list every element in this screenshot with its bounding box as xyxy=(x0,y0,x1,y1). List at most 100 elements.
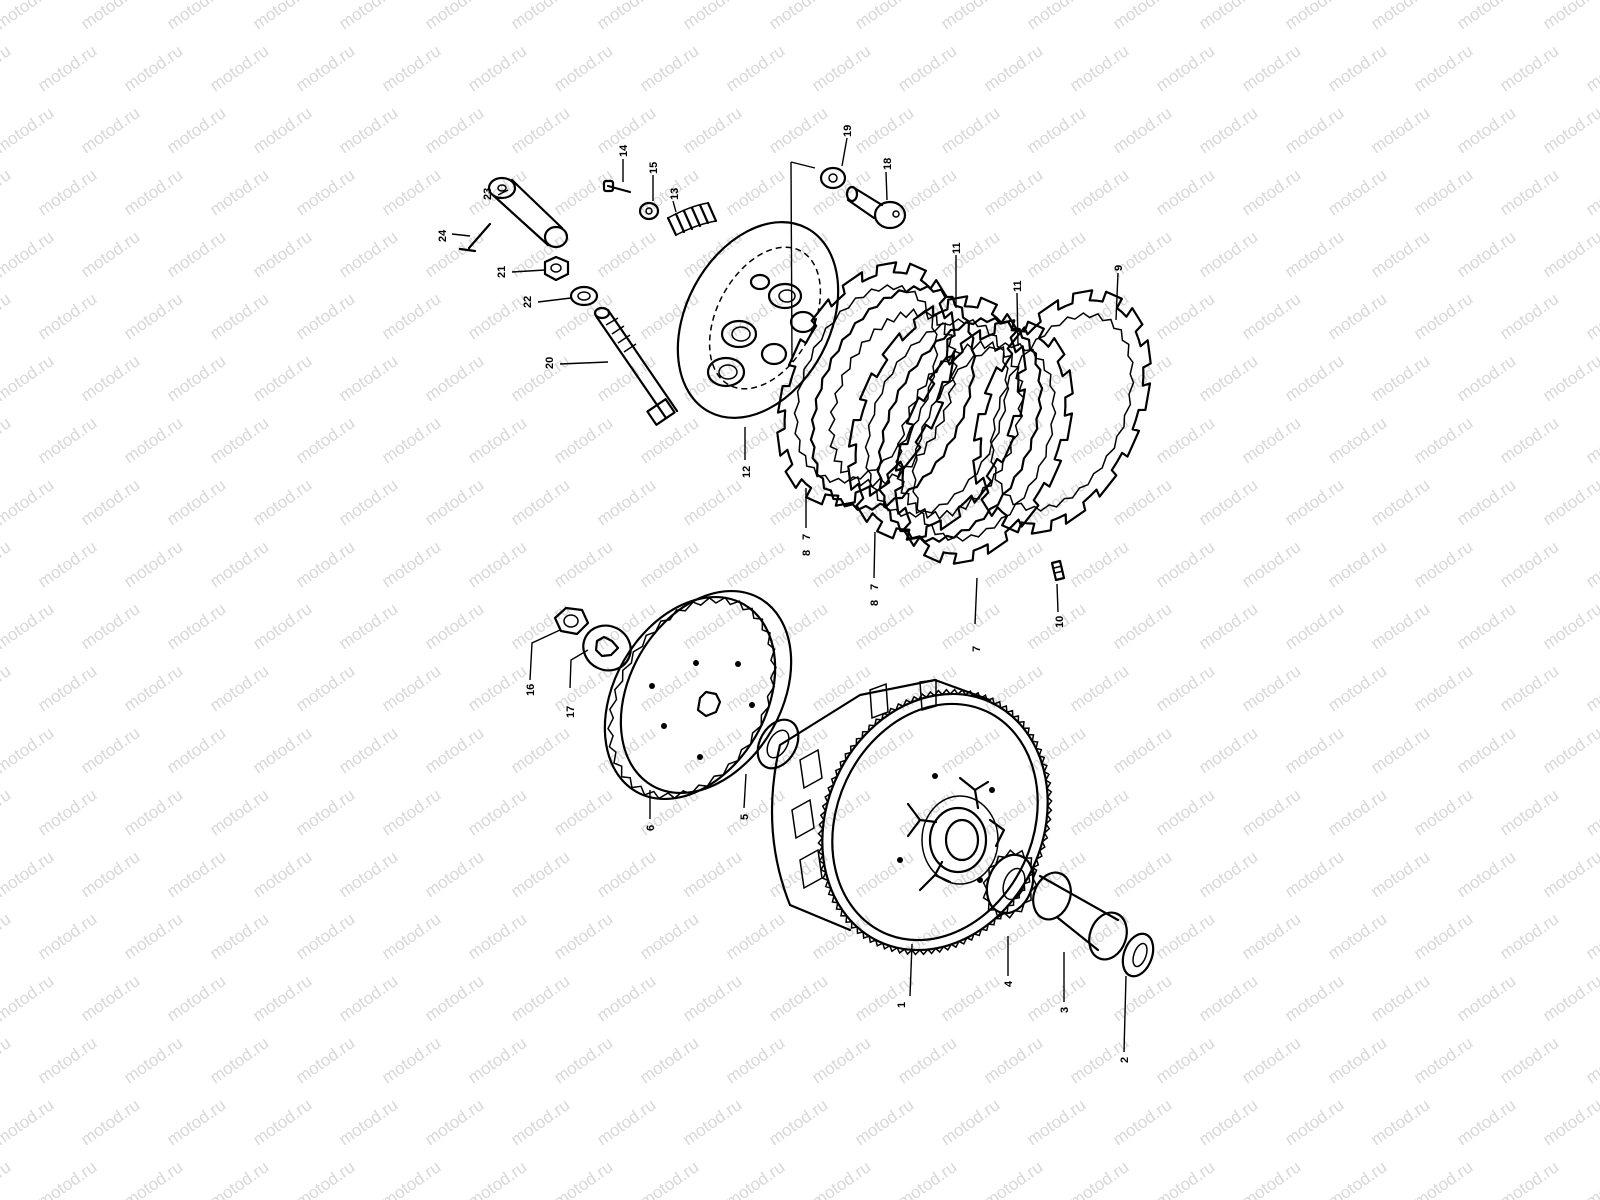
watermark-text: motod.ru xyxy=(1367,847,1433,901)
pin-18 xyxy=(845,185,907,230)
watermark-text: motod.ru xyxy=(335,103,401,157)
washer-22 xyxy=(569,285,599,307)
callout-8b: 8 xyxy=(869,600,881,606)
watermark-text: motod.ru xyxy=(249,351,315,405)
watermark-text: motod.ru xyxy=(378,413,444,467)
watermark-text: motod.ru xyxy=(636,289,702,343)
watermark-text: motod.ru xyxy=(1410,1033,1476,1087)
watermark-text: motod.ru xyxy=(120,165,186,219)
callout-22: 22 xyxy=(522,296,534,308)
watermark-text: motod.ru xyxy=(335,1095,401,1149)
watermark-text: motod.ru xyxy=(464,1157,530,1200)
leader-lines xyxy=(451,137,1127,1053)
thrust-washer-2 xyxy=(1121,932,1155,978)
watermark-text: motod.ru xyxy=(507,599,573,653)
bolt-10 xyxy=(1050,559,1066,582)
watermark-text: motod.ru xyxy=(679,847,745,901)
watermark-text: motod.ru xyxy=(120,661,186,715)
callout-14: 14 xyxy=(618,144,630,157)
callout-7a: 7 xyxy=(801,534,813,540)
watermark-text: motod.ru xyxy=(507,103,573,157)
watermark-text: motod.ru xyxy=(77,599,143,653)
watermark-text: motod.ru xyxy=(1367,1095,1433,1149)
watermark-text: motod.ru xyxy=(1152,909,1218,963)
watermark-text: motod.ru xyxy=(1453,1095,1519,1149)
watermark-text: motod.ru xyxy=(1324,537,1390,591)
watermark-text: motod.ru xyxy=(1453,475,1519,529)
clutch-sleeve-hub-6 xyxy=(603,589,793,801)
watermark-text: motod.ru xyxy=(1496,661,1562,715)
watermark-text: motod.ru xyxy=(292,909,358,963)
watermark-text: motod.ru xyxy=(1195,0,1261,33)
watermark-text: motod.ru xyxy=(722,1157,788,1200)
watermark-text: motod.ru xyxy=(1324,165,1390,219)
watermark-text: motod.ru xyxy=(0,0,57,33)
watermark-text: motod.ru xyxy=(1410,289,1476,343)
watermark-text: motod.ru xyxy=(378,661,444,715)
callout-4: 4 xyxy=(1003,980,1015,987)
watermark-text: motod.ru xyxy=(980,1157,1046,1200)
callout-labels: 1 2 3 4 5 6 7 8 7 8 7 9 10 11 11 12 13 1… xyxy=(437,125,1131,1063)
watermark-text: motod.ru xyxy=(292,661,358,715)
watermark-text: motod.ru xyxy=(980,41,1046,95)
watermark-text: motod.ru xyxy=(1066,785,1132,839)
watermark-text: motod.ru xyxy=(0,41,14,95)
watermark-text: motod.ru xyxy=(937,723,1003,777)
watermark-text: motod.ru xyxy=(421,1095,487,1149)
watermark-text: motod.ru xyxy=(1152,289,1218,343)
watermark-text: motod.ru xyxy=(120,909,186,963)
watermark-text: motod.ru xyxy=(1023,971,1089,1025)
gear-4 xyxy=(982,849,1038,919)
watermark-text: motod.ru xyxy=(77,475,143,529)
watermark-text: motod.ru xyxy=(378,289,444,343)
watermark-text: motod.ru xyxy=(421,475,487,529)
watermark-text: motod.ru xyxy=(1238,1033,1304,1087)
watermark-text: motod.ru xyxy=(679,723,745,777)
watermark-text: motod.ru xyxy=(249,971,315,1025)
watermark-text: motod.ru xyxy=(0,413,14,467)
watermark-text: motod.ru xyxy=(851,0,917,33)
callout-6: 6 xyxy=(645,825,657,831)
watermark-text: motod.ru xyxy=(0,599,57,653)
callout-5: 5 xyxy=(739,814,751,820)
watermark-text: motod.ru xyxy=(1195,1095,1261,1149)
watermark-text: motod.ru xyxy=(679,475,745,529)
watermark-text: motod.ru xyxy=(722,537,788,591)
watermark-text: motod.ru xyxy=(679,227,745,281)
watermark-text: motod.ru xyxy=(1023,0,1089,33)
watermark-text: motod.ru xyxy=(335,847,401,901)
watermark-text: motod.ru xyxy=(120,289,186,343)
watermark-text: motod.ru xyxy=(1453,351,1519,405)
watermark-text: motod.ru xyxy=(378,1033,444,1087)
watermark-text: motod.ru xyxy=(34,537,100,591)
watermark-text: motod.ru xyxy=(464,661,530,715)
watermark-text: motod.ru xyxy=(808,413,874,467)
watermark-text: motod.ru xyxy=(894,1157,960,1200)
watermark-text: motod.ru xyxy=(1152,165,1218,219)
watermark-text: motod.ru xyxy=(593,0,659,33)
watermark-text: motod.ru xyxy=(34,785,100,839)
watermark-text: motod.ru xyxy=(77,103,143,157)
callout-24: 24 xyxy=(437,229,449,242)
watermark-text: motod.ru xyxy=(1453,227,1519,281)
watermark-text: motod.ru xyxy=(593,227,659,281)
watermark-text: motod.ru xyxy=(1539,227,1600,281)
callout-7b: 7 xyxy=(869,584,881,590)
callout-3: 3 xyxy=(1059,1007,1071,1013)
watermark-text: motod.ru xyxy=(1023,103,1089,157)
watermark-text: motod.ru xyxy=(1195,599,1261,653)
clutch-housing-1 xyxy=(770,678,1053,956)
watermark-text: motod.ru xyxy=(292,785,358,839)
watermark-text: motod.ru xyxy=(1496,1033,1562,1087)
watermark-text: motod.ru xyxy=(249,103,315,157)
watermark-text: motod.ru xyxy=(1367,971,1433,1025)
watermark-text: motod.ru xyxy=(421,0,487,33)
watermark-text: motod.ru xyxy=(77,847,143,901)
watermark-text: motod.ru xyxy=(679,971,745,1025)
watermark-text: motod.ru xyxy=(937,971,1003,1025)
watermark-text: motod.ru xyxy=(464,41,530,95)
watermark-text: motod.ru xyxy=(249,227,315,281)
watermark-text: motod.ru xyxy=(378,41,444,95)
watermark-text: motod.ru xyxy=(765,227,831,281)
watermark-text: motod.ru xyxy=(937,227,1003,281)
